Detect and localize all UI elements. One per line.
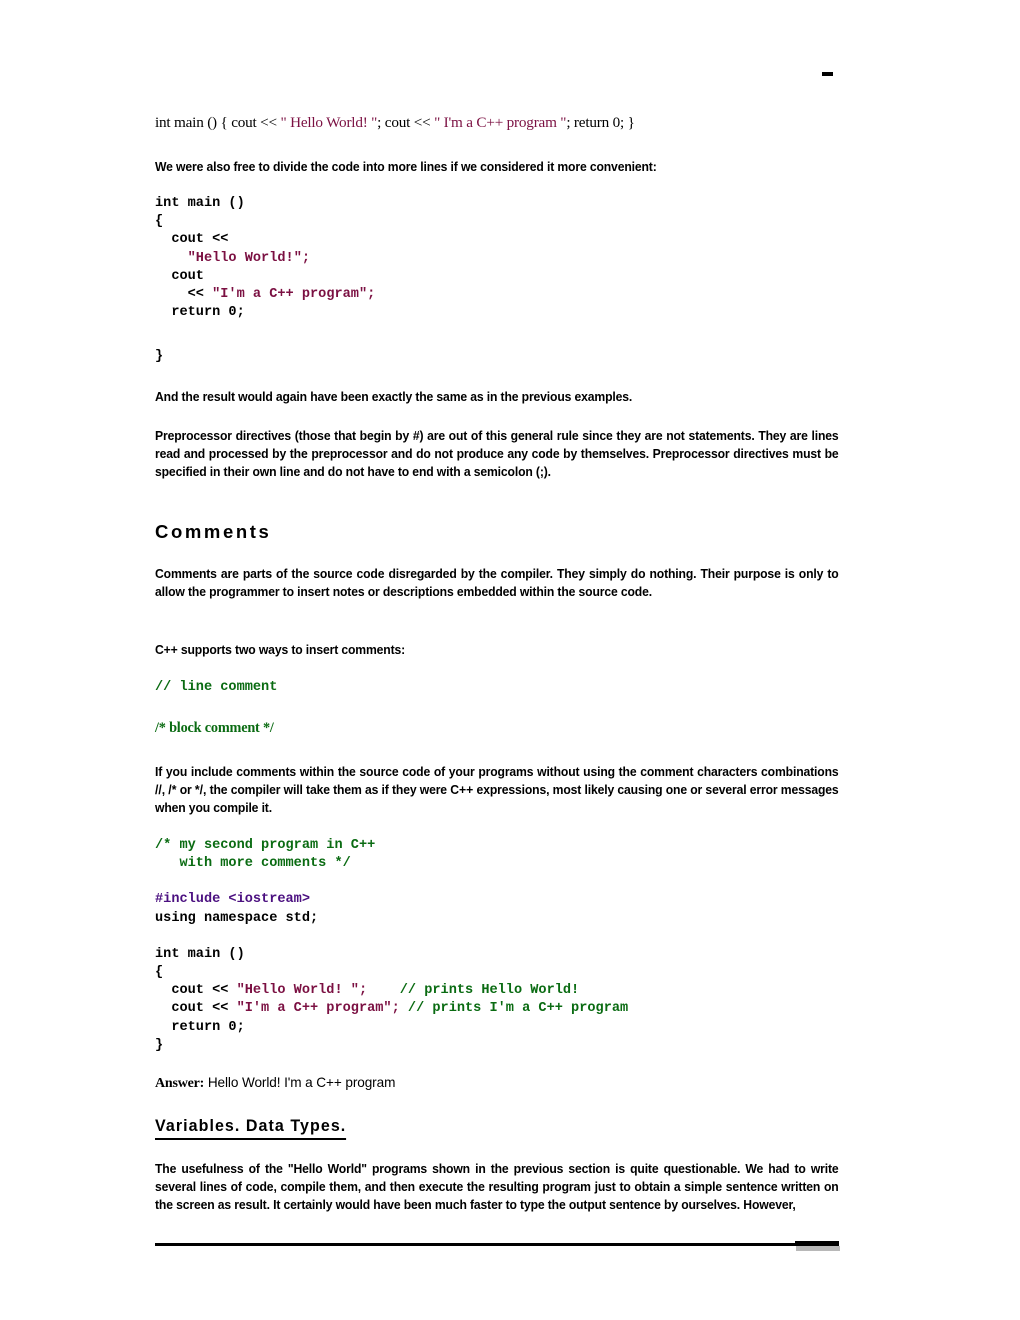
answer-text: Answer: Hello World! I'm a C++ program [155,1074,395,1093]
code1-line-3: cout << [155,232,229,248]
frag-1: If you include comments within the sourc… [155,764,839,779]
code2-comment-line-2: with more comments */ [155,856,351,872]
heading-text: Variables. Data Types. [155,1115,347,1140]
token-block-close: */ [194,782,204,797]
code2-main-line-3-string: "Hello World! "; [236,983,368,999]
code2-main-line-3-gap [367,983,400,998]
code1-line-6-indent: << [155,287,213,303]
code2-main-line-4-comment: // prints I'm a C++ program [407,1001,629,1017]
code2-using: using namespace std; [155,910,319,926]
token-block-open: /* [168,782,177,797]
sample-block-comment: /* block comment */ [155,719,280,737]
code1-line-6-string: "I'm a C++ program"; [212,287,376,303]
code1-line-5: cout [155,268,204,284]
code1-line-7: return 0; [155,305,245,321]
answer-value: Hello World! I'm a C++ program [204,1075,396,1090]
code2-include: #include <iostream> [155,892,310,908]
oneliner-suffix: ; return 0; } [566,114,635,131]
code2-main-line-1: int main () [155,946,245,962]
oneliner-prefix: int main () { cout << [155,114,281,131]
heading-variables-data-types: Variables. Data Types. [155,1115,352,1140]
heading-text: Comments [155,521,272,542]
code2-main-line-4-code: cout << [155,1001,237,1017]
paragraph-text: And the result would again have been exa… [155,389,633,404]
code1-line-1: int main () [155,196,245,211]
paragraph-usefulness: The usefulness of the "Hello World" prog… [155,1160,890,1214]
paragraph-text: Comments are parts of the source code di… [155,566,839,599]
paragraph-preprocessor: Preprocessor directives (those that begi… [155,427,890,481]
paragraph-text: We were also free to divide the code int… [155,159,657,174]
token-cpp: C++ [450,782,474,797]
answer-label: Answer: [155,1076,205,1091]
paragraph-text: C++ supports two ways to insert comments… [155,642,406,657]
frag-4: , the compiler will take them as if they… [203,782,451,797]
frag-2: , [161,782,169,797]
frag-3: or [176,782,195,797]
code-block-second-program: /* my second program in C++ with more co… [155,837,628,1055]
page-top-mark [822,72,833,76]
paragraph-text: The usefulness of the "Hello World" prog… [155,1161,839,1212]
token-line-comment: // [155,782,162,797]
heading-comments: Comments [155,520,271,544]
code2-comment-line-1: /* my second program in C++ [155,838,376,853]
code1-line-4-string: "Hello World!"; [187,250,311,266]
code-block-multiline: int main () { cout << "Hello World!"; co… [155,195,375,367]
paragraph-text: Preprocessor directives (those that begi… [155,428,839,479]
code2-main-line-2: { [155,965,164,981]
paragraph-divide-code: We were also free to divide the code int… [155,158,890,176]
paragraph-result: And the result would again have been exa… [155,388,890,406]
paragraph-text: If you include comments within the sourc… [155,763,839,817]
code2-main-line-6: } [155,1037,164,1053]
footer-rule-thin [155,1243,839,1246]
sample-line-comment: // line comment [155,679,277,697]
code2-main-line-4-gap [400,1001,408,1016]
footer-rule [155,1241,840,1251]
block-comment-text: /* block comment */ [155,720,274,736]
code2-main-line-3-comment: // prints Hello World! [399,983,580,999]
code2-main-line-5: return 0; [155,1019,245,1035]
code1-line-2: { [155,214,164,230]
code2-main-line-3-code: cout << [155,983,237,999]
oneliner-string-1: " Hello World! " [280,114,378,131]
paragraph-include-comments: If you include comments within the sourc… [155,763,890,817]
paragraph-two-ways: C++ supports two ways to insert comments… [155,641,890,659]
code-oneliner: int main () { cout << " Hello World! "; … [155,113,635,133]
line-comment-text: // line comment [155,680,278,695]
code1-line-4-indent [155,251,188,266]
oneliner-string-2: " I'm a C++ program " [434,114,567,131]
answer-line: Answer: Hello World! I'm a C++ program [155,1074,395,1093]
frag-5: expressions, most likely causing one or … [155,782,839,815]
footer-rule-thick [795,1241,839,1246]
footer-rule-shadow [796,1246,840,1251]
code2-main-line-4-string: "I'm a C++ program"; [236,1001,400,1017]
paragraph-comments-description: Comments are parts of the source code di… [155,565,890,601]
oneliner-mid: ; cout << [377,114,435,131]
code1-line-9: } [155,349,164,365]
